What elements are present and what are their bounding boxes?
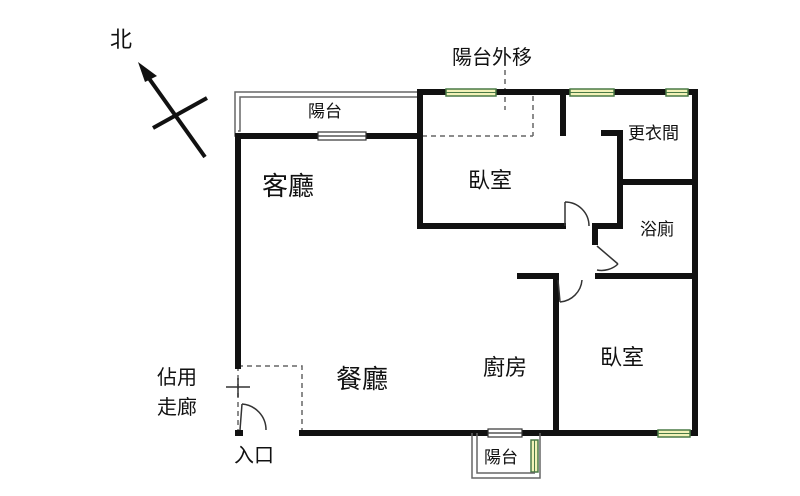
living-room-label: 客廳 [262, 172, 315, 202]
corridor-marker [226, 378, 250, 397]
window-icon [445, 88, 691, 473]
balcony-bottom-label: 陽台 [484, 448, 518, 468]
sliding-door-top [317, 131, 367, 141]
north-label: 北 [110, 28, 133, 53]
entrance-label: 入口 [234, 443, 274, 467]
occupied-corridor-label-1: 佔用 [157, 365, 197, 389]
balcony-move-out-dashed [422, 70, 534, 137]
balcony-bottom-outline [471, 433, 541, 479]
bedroom-top-label: 臥室 [468, 169, 513, 194]
north-arrow-icon [138, 62, 208, 159]
balcony-top-label: 陽台 [308, 102, 342, 122]
bedroom-bottom-label: 臥室 [600, 346, 645, 371]
kitchen-label: 廚房 [483, 356, 528, 381]
walk-in-closet-label: 更衣間 [628, 124, 679, 144]
dining-room-label: 餐廳 [336, 365, 389, 395]
door-swing-icon [239, 201, 619, 431]
sliding-door-bottom [487, 428, 523, 438]
bathroom-label: 浴廁 [640, 220, 674, 240]
occupied-corridor-dashed [237, 365, 303, 433]
occupied-corridor-label-2: 走廊 [157, 395, 197, 419]
balcony-move-out-label: 陽台外移 [452, 45, 532, 69]
walls [235, 89, 698, 436]
